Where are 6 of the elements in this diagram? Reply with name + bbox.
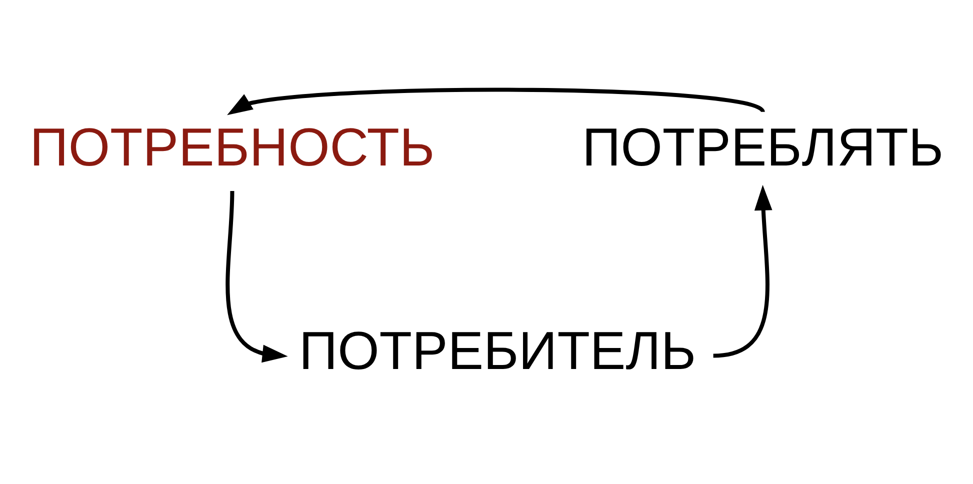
arrow [226, 190, 288, 363]
node-text: ПОТРЕБНОСТЬ [30, 117, 435, 178]
arrow [227, 88, 764, 116]
arrow [713, 184, 772, 358]
node-text: ПОТРЕБИТЕЛЬ [299, 321, 696, 382]
node-text: ПОТРЕБЛЯТЬ [582, 117, 944, 178]
